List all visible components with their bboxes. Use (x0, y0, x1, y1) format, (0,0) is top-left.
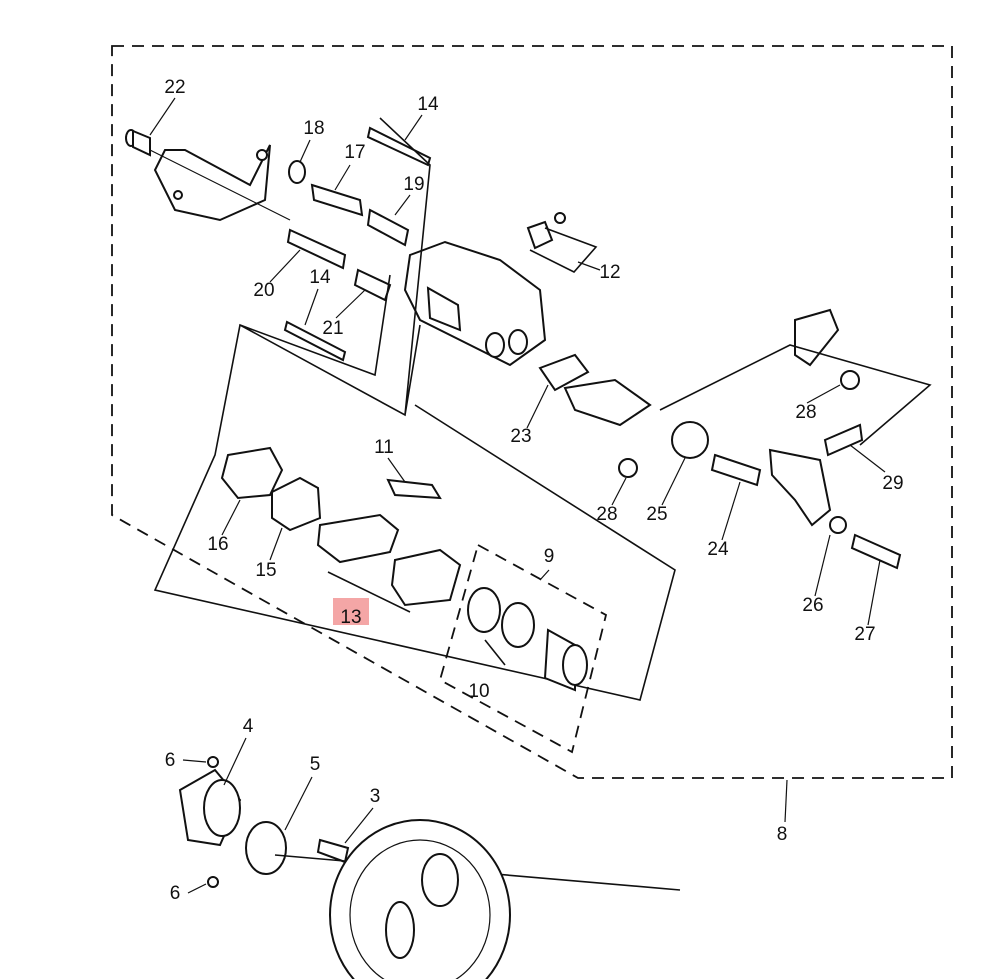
washer-5 (245, 821, 287, 875)
callout-12: 12 (599, 262, 620, 283)
pline-right (659, 344, 932, 446)
pad-15 (271, 476, 322, 532)
bolt-28-upper (840, 370, 860, 390)
callout-21: 21 (322, 318, 343, 339)
callout-11: 11 (374, 437, 394, 458)
pad-set-13 (316, 513, 462, 613)
pin-17 (310, 183, 364, 217)
caliper-outline-lines (153, 117, 676, 701)
bushing-25 (671, 421, 709, 459)
callout-8: 8 (777, 824, 788, 845)
pin-22 (125, 129, 151, 157)
callout-16: 16 (207, 534, 228, 555)
assembly-boundary-8 (111, 45, 953, 779)
callout-20: 20 (253, 280, 274, 301)
nut-26 (829, 516, 847, 534)
gasket-23 (538, 353, 590, 392)
callout-28-upper: 28 (795, 402, 816, 423)
pin-20 (286, 228, 347, 270)
bolt-28-lower (618, 458, 638, 478)
hub-nut-4 (178, 768, 242, 847)
caliper-bracket (129, 139, 291, 222)
arm-right (768, 448, 832, 527)
leader-lines (149, 97, 886, 894)
callout-22: 22 (164, 77, 185, 98)
bolt-27 (850, 533, 902, 570)
highlight-13 (333, 598, 369, 625)
callout-15: 15 (255, 560, 276, 581)
bleed-screw-12 (526, 212, 598, 273)
callout-28-lower: 28 (596, 504, 617, 525)
seals-10 (467, 587, 535, 666)
callout-25: 25 (646, 504, 667, 525)
callout-19: 19 (403, 174, 424, 195)
callout-6-lower: 6 (170, 883, 181, 904)
bolt-24 (710, 453, 762, 487)
callout-13: 13 (340, 607, 361, 628)
callout-4: 4 (243, 716, 254, 737)
bolt-14-upper (366, 126, 432, 167)
callout-6-upper: 6 (165, 750, 176, 771)
set-screw-6b (207, 876, 219, 888)
callout-17: 17 (344, 142, 365, 163)
callout-10: 10 (468, 681, 489, 702)
callout-5: 5 (310, 754, 321, 775)
spring-11 (386, 478, 442, 500)
callout-3: 3 (370, 786, 381, 807)
piston (543, 628, 588, 692)
callout-26: 26 (802, 595, 823, 616)
callout-27: 27 (854, 624, 875, 645)
callout-14-upper: 14 (417, 94, 439, 115)
bracket-right-upper (794, 308, 840, 367)
callout-14-lower: 14 (309, 267, 331, 288)
boot-21 (353, 268, 392, 302)
boot-19 (366, 208, 410, 247)
bolt-14-lower (283, 320, 347, 362)
washer-18 (288, 160, 306, 184)
callout-23: 23 (510, 426, 531, 447)
brake-disc (329, 819, 511, 979)
link-center (563, 378, 652, 427)
set-screw-6a (207, 756, 219, 768)
spring-29 (823, 423, 864, 457)
shim-16 (220, 446, 284, 500)
callout-9: 9 (544, 546, 555, 567)
caliper-body (403, 240, 547, 367)
callout-18: 18 (303, 118, 324, 139)
callout-24: 24 (707, 539, 729, 560)
callout-29: 29 (882, 473, 903, 494)
subassembly-boundary-9 (438, 543, 608, 754)
